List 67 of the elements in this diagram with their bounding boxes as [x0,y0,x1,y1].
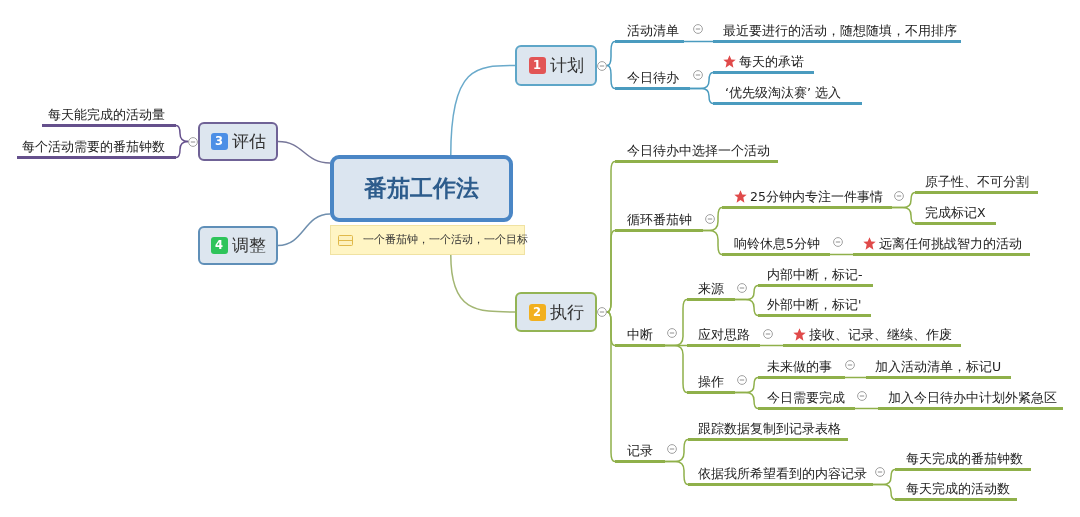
underlined-topic: 每天能完成的活动量 [42,105,176,127]
connector-line [175,124,189,143]
underlined-topic: 活动清单 [615,21,684,43]
underlined-topic: 中断 [615,325,665,347]
underlined-topic: 每天完成的番茄钟数 [895,449,1031,471]
underlined-topic: 每天完成的活动数 [895,479,1017,501]
underlined-topic [783,325,961,347]
connector-line [277,140,331,164]
connector-line [175,140,189,159]
connector-line [689,87,714,105]
underlined-topic: 操作 [687,372,735,394]
underlined-topic: 今日待办中选择一个活动 [615,141,778,163]
underlined-topic: 外部中断，标记' [758,295,871,317]
connector-line [844,376,867,379]
underlined-topic [713,52,814,74]
connector-line [450,254,516,313]
topic-text: 远离任何挑战智力的活动 [879,235,1022,253]
note-text: 一个番茄钟，一个活动，一个目标 [363,233,528,247]
topic-text: 执行 [549,300,584,324]
underlined-topic: 原子性、不可分割 [915,172,1038,194]
connector-line [734,391,759,410]
connector-line [891,206,916,225]
underlined-topic: 依据我所希望看到的内容记录 [688,464,873,486]
connector-line [450,64,516,156]
number-badge: 2 [528,303,546,321]
underlined-topic: 响铃休息5分钟 [722,234,830,256]
topic-text: 25分钟内专注一件事情 [750,188,883,206]
underlined-topic: 内部中断，标记- [758,265,873,287]
connector-line [829,253,854,256]
underlined-topic: 应对思路 [687,325,760,347]
number-badge: 4 [210,237,228,254]
topic-text: 每天的承诺 [739,53,804,71]
connector-line [854,407,879,410]
underlined-topic: 今日需要完成 [758,388,855,410]
underlined-topic: 最近要进行的活动，随想随填，不用排序 [713,21,961,43]
connector-line [872,483,896,501]
underlined-topic: ‘优先级淘汰赛’ 选入 [713,83,862,105]
underlined-topic [722,187,892,209]
underlined-topic: 记录 [615,441,665,463]
connector-line [606,64,616,90]
underlined-topic: 循环番茄钟 [615,210,703,232]
central-topic-box: 番茄工作法 [330,155,513,222]
underlined-topic: 每个活动需要的番茄钟数 [17,137,176,159]
connector-line [759,344,784,347]
connector-line [683,40,714,43]
connector-line [606,229,616,313]
underlined-topic [853,234,1030,256]
connector-line [702,229,723,256]
number-badge: 3 [210,133,228,150]
underlined-topic: 来源 [687,279,735,301]
connector-line [606,40,616,67]
connector-line [606,311,616,463]
underlined-topic: 加入活动清单，标记U [866,357,1011,379]
topic-text: 接收、记录、继续、作废 [809,326,952,344]
connector-line [734,298,759,317]
underlined-topic: 未来做的事 [758,357,845,379]
topic-text: 计划 [549,54,584,77]
underlined-topic: 完成标记X [915,203,996,225]
underlined-topic: 今日待办 [615,68,690,90]
connector-line [664,344,688,394]
topic-text: 评估 [231,130,266,153]
topic-text: 调整 [231,234,266,257]
connector-line [664,460,689,486]
underlined-topic: 加入今日待办中计划外紧急区 [878,388,1063,410]
underlined-topic: 跟踪数据复制到记录表格 [688,419,848,441]
connector-line [277,213,331,247]
number-badge: 1 [528,57,546,74]
